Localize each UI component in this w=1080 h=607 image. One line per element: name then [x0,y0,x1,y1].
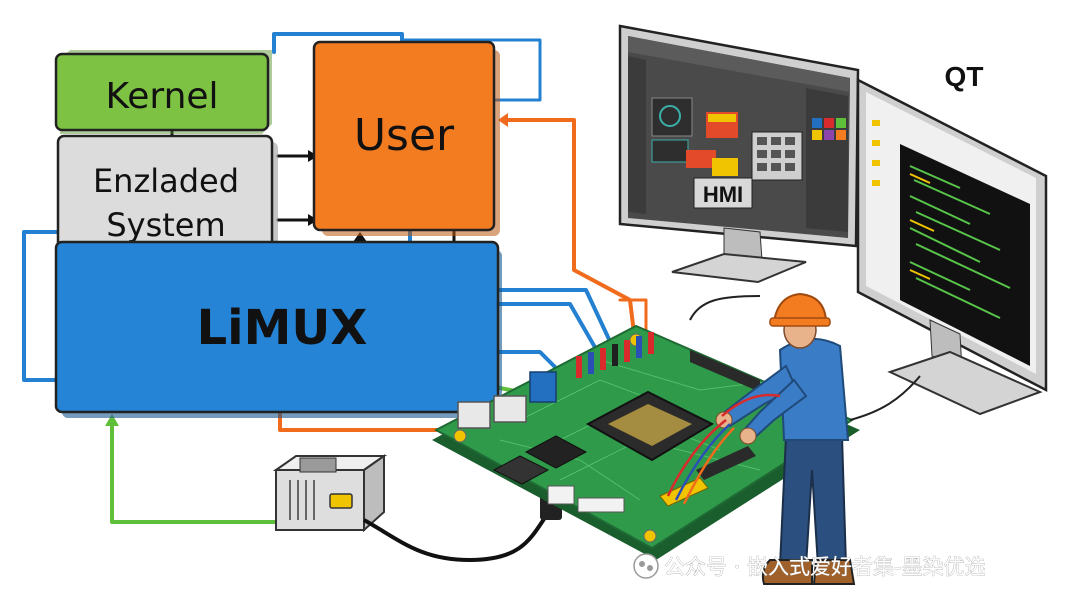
kernel-label: Kernel [105,76,218,117]
user-block: User [312,40,500,236]
embedded-system-label-line1: Enzladed [93,162,239,200]
linux-label: LiMUX [197,300,368,356]
watermark-text: 公众号 · 嵌入式爱好者集-墨染优选 [664,555,986,579]
user-label: User [354,110,455,161]
jumper-wires [666,393,781,505]
monitor-cable-right [849,375,921,421]
monitor-cable-left [689,295,761,321]
hmi-monitor: HMI [618,24,860,284]
embedded-system-label-line2: System [106,206,225,244]
linux-block: LiMUX [54,240,502,418]
kernel-block: Kernel [54,50,272,134]
qt-label: QT [945,61,984,92]
watermark: 公众号 · 嵌入式爱好者集-墨染优选 [633,553,986,579]
power-supply [272,454,388,533]
hmi-label: HMI [703,182,743,207]
dev-board [432,324,860,560]
embedded-system-block: Enzladed System [56,134,278,262]
qt-monitor: QT [856,61,1048,416]
power-cable [363,514,548,563]
